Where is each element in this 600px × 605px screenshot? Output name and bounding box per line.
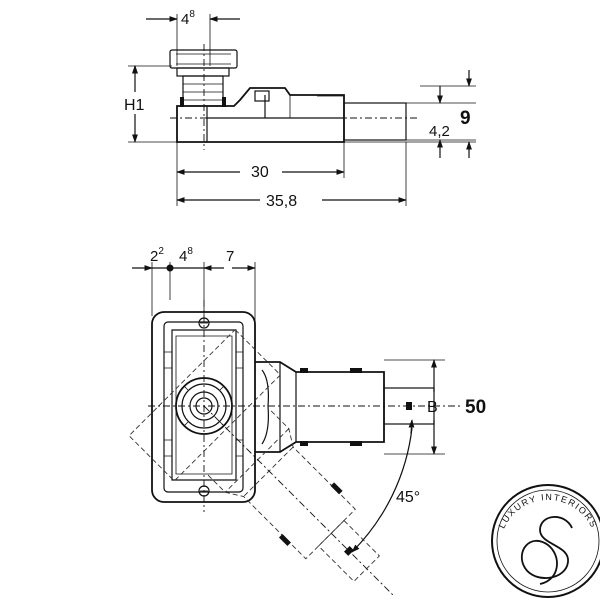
dim-7: 7 — [226, 248, 234, 265]
dim-h1: H1 — [124, 97, 145, 114]
dim-b: B — [427, 399, 438, 416]
dim-2-2: 22 — [150, 246, 164, 265]
angle-45: 45° — [396, 489, 420, 506]
luxury-interiors-logo: LUXURY INTERIORS — [491, 484, 600, 598]
dim-4-8: 48 — [179, 246, 193, 265]
side-view: 48 H1 — [124, 9, 476, 210]
dim-4-2: 4,2 — [429, 123, 450, 140]
dim-35-8: 35,8 — [266, 193, 297, 210]
top-view: 22 48 7 — [128, 246, 486, 598]
dim-30: 30 — [251, 164, 269, 181]
dim-top-width: 48 — [181, 9, 195, 28]
dim-9: 9 — [460, 108, 471, 129]
dim-50: 50 — [465, 397, 486, 418]
